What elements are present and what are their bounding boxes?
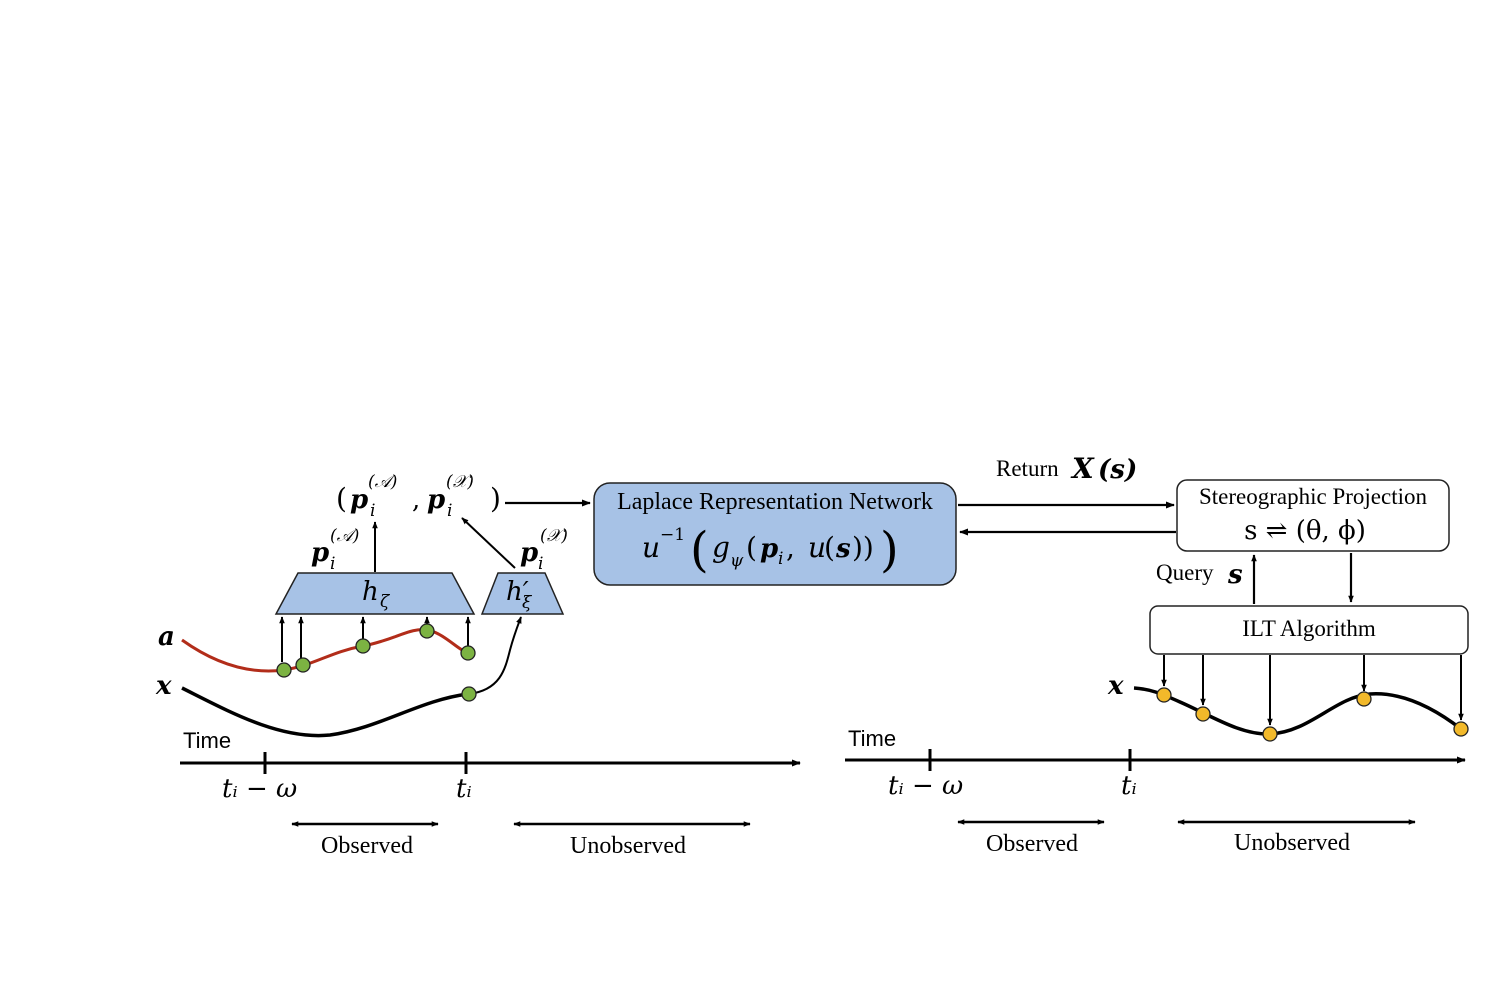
svg-text:ζ: ζ: [380, 592, 391, 612]
svg-text:i: i: [447, 501, 452, 521]
observation-point: [419, 623, 435, 639]
query-point: [1453, 721, 1469, 737]
svg-text:s: s: [835, 534, 851, 564]
combined-p-label: ( p i (𝒜) , p i (𝒳) ): [336, 472, 501, 521]
series-x-curve-right: [1133, 686, 1463, 736]
svg-text:s: s: [1227, 560, 1243, 590]
series-x-curve: [181, 686, 469, 738]
unobserved-label: Unobserved: [570, 833, 686, 859]
svg-text:(: (: [336, 482, 347, 515]
pA-symbol: p: [350, 485, 368, 515]
encoder-h-zeta: h ζ: [274, 572, 476, 615]
observed-label-right: Observed: [986, 831, 1078, 857]
svg-text:(: (: [690, 522, 709, 578]
series-x-label: x: [155, 671, 172, 701]
observation-point: [461, 686, 477, 702]
series-a-label: a: [158, 622, 175, 652]
pX-label: p i (𝒳): [520, 526, 568, 574]
svg-text:,: ,: [412, 485, 420, 515]
svg-text:)): )): [852, 531, 874, 564]
tick-start-label-right: tᵢ − ω: [888, 771, 963, 801]
svg-text:i: i: [370, 501, 375, 521]
return-label: Return X (s): [996, 452, 1137, 485]
ilt-query-arrows: [1161, 655, 1464, 726]
encoder-h-xi: h′ ξ: [480, 572, 565, 615]
network-formula: u −1 ( g ψ ( p i , u ( s )) ): [642, 522, 899, 578]
observation-point: [355, 638, 371, 654]
svg-text:): ): [880, 522, 899, 578]
svg-text:): ): [490, 482, 501, 515]
svg-text:−1: −1: [660, 525, 685, 545]
a-observation-points: [276, 623, 477, 702]
stereo-title: Stereographic Projection: [1199, 484, 1428, 509]
svg-text:(s): (s): [1098, 455, 1137, 485]
stereo-formula: s ⇌ (θ, ϕ): [1244, 516, 1366, 546]
svg-text:i: i: [538, 554, 543, 574]
svg-text:X: X: [1070, 452, 1095, 485]
x-to-encoder-arrow: [468, 616, 522, 695]
svg-text:u: u: [642, 531, 660, 564]
observation-point: [276, 662, 292, 678]
svg-text:i: i: [778, 549, 783, 569]
svg-text:(𝒳): (𝒳): [540, 526, 568, 546]
svg-text:h′: h′: [506, 577, 529, 607]
network-title: Laplace Representation Network: [617, 489, 933, 515]
time-label-right: Time: [848, 726, 896, 751]
svg-text:Return: Return: [996, 456, 1059, 481]
svg-text:(𝒳): (𝒳): [446, 472, 474, 492]
query-point: [1356, 691, 1372, 707]
svg-text:u: u: [808, 531, 826, 564]
svg-text:p: p: [311, 538, 329, 568]
ilt-algorithm-box: ILT Algorithm: [1149, 605, 1469, 655]
observed-label: Observed: [321, 833, 413, 859]
laplace-network-box: Laplace Representation Network u −1 ( g …: [593, 482, 957, 586]
ilt-label: ILT Algorithm: [1242, 616, 1376, 641]
query-points: [1156, 687, 1469, 742]
tick-end-label: tᵢ: [456, 774, 472, 804]
svg-text:Query: Query: [1156, 560, 1214, 585]
tick-start-label: tᵢ − ω: [222, 774, 297, 804]
svg-text:ξ: ξ: [522, 593, 533, 613]
svg-text:i: i: [330, 554, 335, 574]
arrow-pX-diag: [461, 517, 516, 569]
svg-text:,: ,: [786, 531, 795, 564]
unobserved-label-right: Unobserved: [1234, 830, 1350, 856]
svg-text:h: h: [362, 577, 379, 607]
svg-text:(𝒜): (𝒜): [368, 472, 397, 492]
right-panel: Return X (s) Stereographic Projection s …: [845, 452, 1469, 857]
svg-text:ψ: ψ: [730, 551, 744, 571]
stereographic-projection-box: Stereographic Projection s ⇌ (θ, ϕ): [1176, 479, 1450, 552]
svg-text:(𝒜): (𝒜): [330, 526, 359, 546]
query-point: [1156, 687, 1172, 703]
svg-text:p: p: [760, 534, 778, 564]
query-point: [1262, 726, 1278, 742]
pX-symbol: p: [427, 485, 445, 515]
svg-text:p: p: [520, 538, 538, 568]
query-point: [1195, 706, 1211, 722]
pA-label: p i (𝒜): [311, 526, 359, 574]
time-label: Time: [183, 728, 231, 753]
svg-text:(: (: [746, 531, 757, 564]
observation-point: [295, 657, 311, 673]
observation-point: [460, 645, 476, 661]
tick-end-label-right: tᵢ: [1121, 771, 1137, 801]
series-x-label-right: x: [1107, 671, 1124, 701]
svg-text:(: (: [824, 531, 835, 564]
svg-text:g: g: [712, 531, 730, 564]
a-point-arrows: [279, 616, 471, 662]
left-panel: ( p i (𝒜) , p i (𝒳) ) Laplace Representa…: [155, 472, 957, 859]
series-a-curve: [181, 628, 469, 673]
query-label: Query s: [1156, 560, 1243, 590]
